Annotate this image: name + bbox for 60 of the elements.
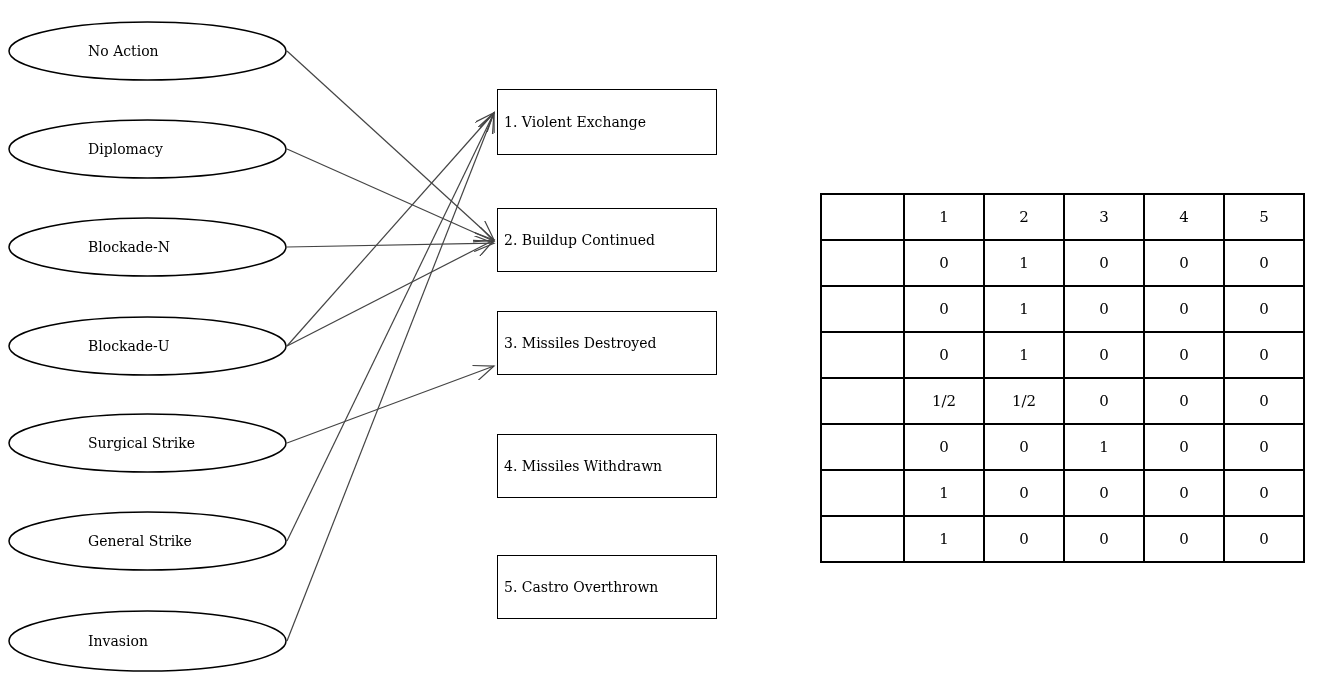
- table-value: 0: [939, 254, 949, 272]
- column-header: 3: [1099, 208, 1109, 226]
- arrow: [286, 112, 495, 642]
- table-value: 0: [1259, 484, 1269, 502]
- option-label: Diplomacy: [88, 140, 163, 159]
- table-value: 0: [939, 438, 949, 456]
- table-value: 1: [1019, 346, 1029, 364]
- table-value: 1/2: [931, 392, 957, 410]
- option-label: Blockade-N: [88, 238, 171, 257]
- arrow: [286, 112, 495, 542]
- table-value: 0: [1099, 254, 1109, 272]
- column-header: 1: [939, 208, 949, 226]
- outcome-box: 5. Castro Overthrown: [497, 555, 717, 619]
- table-value: 1: [1019, 300, 1029, 318]
- arrow: [286, 239, 495, 347]
- table-value: 0: [1179, 254, 1189, 272]
- table-value: 0: [1099, 392, 1109, 410]
- table-value: 0: [1019, 530, 1029, 548]
- table-value: 0: [1259, 438, 1269, 456]
- table-value: 1/2: [1011, 392, 1037, 410]
- option-label: No Action: [88, 42, 159, 61]
- table-value: 0: [1179, 530, 1189, 548]
- table-value: 0: [1259, 392, 1269, 410]
- table-value: 0: [1099, 300, 1109, 318]
- table-value: 0: [1179, 484, 1189, 502]
- outcome-box: 1. Violent Exchange: [497, 89, 717, 155]
- table-value: 0: [1259, 254, 1269, 272]
- table-value: 0: [1019, 438, 1029, 456]
- table-value: 1: [1099, 438, 1109, 456]
- table-value: 0: [1179, 392, 1189, 410]
- table-value: 0: [1259, 530, 1269, 548]
- option-label: Blockade-U: [88, 337, 170, 356]
- arrow: [286, 112, 495, 347]
- option-label: General Strike: [88, 532, 192, 551]
- table-value: 0: [939, 300, 949, 318]
- arrow: [286, 364, 495, 444]
- column-header: 5: [1259, 208, 1269, 226]
- table-value: 0: [1179, 346, 1189, 364]
- arrow: [286, 234, 495, 253]
- table-value: 1: [1019, 254, 1029, 272]
- column-header: 2: [1019, 208, 1029, 226]
- table-value: 0: [1099, 346, 1109, 364]
- table-value: 1: [939, 484, 949, 502]
- outcome-box: 2. Buildup Continued: [497, 208, 717, 272]
- outcome-box: 3. Missiles Destroyed: [497, 311, 717, 375]
- table-value: 0: [939, 346, 949, 364]
- arrow: [286, 148, 495, 242]
- table-value: 0: [1099, 530, 1109, 548]
- table-value: 0: [1179, 438, 1189, 456]
- table-value: 0: [1259, 346, 1269, 364]
- column-header: 4: [1179, 208, 1189, 226]
- option-label: Surgical Strike: [88, 434, 195, 453]
- arrow: [286, 50, 495, 241]
- table-value: 0: [1099, 484, 1109, 502]
- table-value: 1: [939, 530, 949, 548]
- table-value: 0: [1259, 300, 1269, 318]
- outcome-box: 4. Missiles Withdrawn: [497, 434, 717, 498]
- table-value: 0: [1179, 300, 1189, 318]
- table-value: 0: [1019, 484, 1029, 502]
- option-label: Invasion: [88, 632, 148, 651]
